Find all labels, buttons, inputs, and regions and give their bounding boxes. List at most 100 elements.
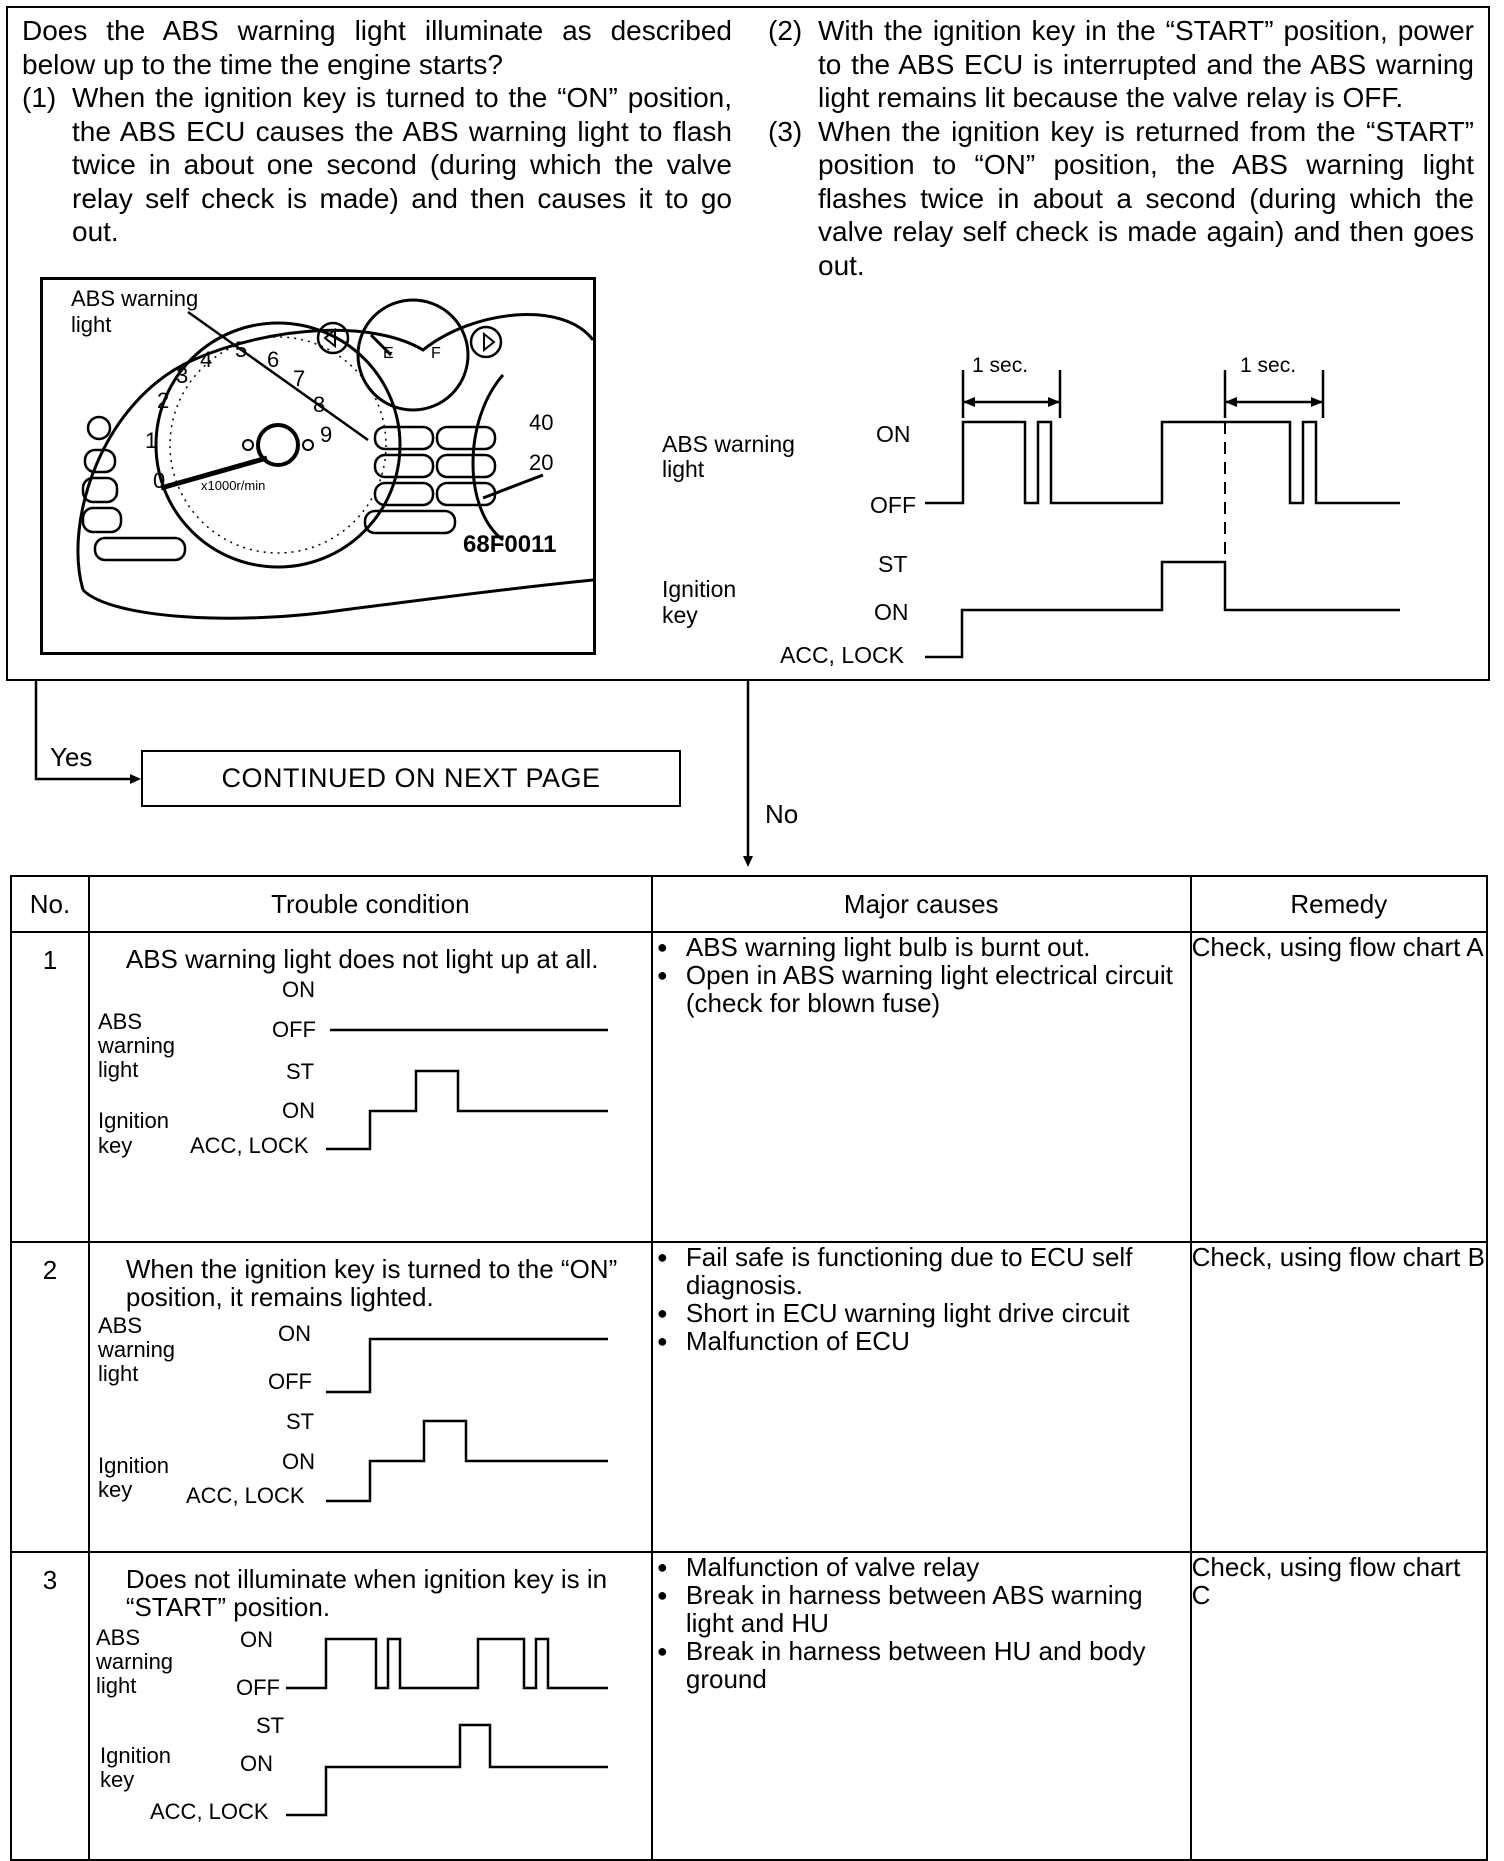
condition-diagram: ON ABS warning light OFF ST ON Ignition … xyxy=(97,977,608,1158)
svg-text:1: 1 xyxy=(145,428,157,453)
row-condition: When the ignition key is turned to the “… xyxy=(87,1241,653,1553)
svg-text:ST: ST xyxy=(286,1059,314,1084)
svg-text:key: key xyxy=(98,1133,132,1158)
warning-lamps xyxy=(81,415,497,562)
temp-gauge xyxy=(471,374,505,542)
svg-text:F: F xyxy=(431,345,441,362)
cause-item: Break in harness between HU and body gro… xyxy=(653,1637,1190,1693)
ign-label-line-2: key xyxy=(662,602,698,628)
svg-text:light: light xyxy=(98,1361,138,1386)
abs-waveform xyxy=(925,420,1400,505)
svg-text:ON: ON xyxy=(282,1098,315,1123)
condition-text: ABS warning light does not light up at a… xyxy=(125,944,599,974)
table-row: 3 Does not illuminate when ignition key … xyxy=(10,1551,1489,1861)
figure-id: 68F0011 xyxy=(463,531,556,558)
gauge-cluster-figure: 0 1 2 3 4 5 6 7 8 9 x1000r/min ABS warni… xyxy=(40,277,596,655)
svg-text:warning: warning xyxy=(95,1649,173,1674)
question-right-column: (2) With the ignition key in the “START”… xyxy=(768,14,1474,282)
cause-item: Malfunction of valve relay xyxy=(653,1553,1190,1581)
tach-hub xyxy=(256,423,300,467)
row-remedy: Check, using flow chart A xyxy=(1189,931,1489,1243)
svg-text:ACC, LOCK: ACC, LOCK xyxy=(186,1483,305,1508)
svg-text:light: light xyxy=(96,1673,136,1698)
item-text: When the ignition key is returned from t… xyxy=(818,115,1474,281)
yes-label: Yes xyxy=(50,742,93,772)
fuel-gauge xyxy=(356,298,470,412)
cause-item: ABS warning light bulb is burnt out. xyxy=(653,933,1190,961)
trouble-table: No. Trouble condition Major causes Remed… xyxy=(10,875,1489,1861)
tach-unit: x1000r/min xyxy=(201,478,265,493)
abs-on-label: ON xyxy=(876,421,911,447)
header-causes: Major causes xyxy=(650,875,1192,933)
svg-text:key: key xyxy=(100,1767,134,1792)
ign-label-line-1: Ignition xyxy=(662,576,736,602)
abs-label-line-1: ABS warning xyxy=(662,431,795,457)
svg-text:2: 2 xyxy=(157,388,169,413)
ignition-waveform xyxy=(325,1419,608,1503)
row-remedy: Check, using flow chart C xyxy=(1189,1551,1489,1861)
ign-on-label: ON xyxy=(874,599,909,625)
svg-text:OFF: OFF xyxy=(272,1017,316,1042)
ignition-waveform xyxy=(325,1069,608,1151)
yes-arrow xyxy=(34,681,136,781)
svg-text:warning: warning xyxy=(97,1337,175,1362)
row-remedy: Check, using flow chart B xyxy=(1189,1241,1489,1553)
sec-label-2: 1 sec. xyxy=(1240,354,1296,377)
svg-text:OFF: OFF xyxy=(236,1675,280,1700)
cause-item: Short in ECU warning light drive circuit xyxy=(653,1299,1190,1327)
row-causes: ABS warning light bulb is burnt out. Ope… xyxy=(650,931,1192,1243)
header-no: No. xyxy=(10,875,90,933)
gauge-cluster-drawing: 0 1 2 3 4 5 6 7 8 9 x1000r/min ABS warni… xyxy=(71,286,593,620)
svg-text:9: 9 xyxy=(320,422,332,447)
table-header-row: No. Trouble condition Major causes Remed… xyxy=(10,875,1489,933)
sec-label-1: 1 sec. xyxy=(972,354,1028,377)
svg-text:ABS: ABS xyxy=(96,1625,140,1650)
row-number: 1 xyxy=(10,931,90,1243)
row-condition: ABS warning light does not light up at a… xyxy=(87,931,653,1243)
svg-text:ABS: ABS xyxy=(98,1313,142,1338)
abs-off-label: OFF xyxy=(870,492,916,518)
svg-text:ABS: ABS xyxy=(98,1009,142,1034)
left-turn-indicator-icon xyxy=(316,321,350,355)
svg-text:40: 40 xyxy=(529,410,553,435)
svg-text:6: 6 xyxy=(267,347,279,372)
item-number: (1) xyxy=(22,82,57,113)
cause-item: Fail safe is functioning due to ECU self… xyxy=(653,1243,1190,1299)
svg-text:Ignition: Ignition xyxy=(98,1108,169,1133)
header-condition: Trouble condition xyxy=(87,875,653,933)
tach-numbers: 0 1 2 3 4 5 6 7 8 9 xyxy=(145,337,332,493)
callout-line-2: light xyxy=(71,312,111,337)
question-intro: Does the ABS warning light illuminate as… xyxy=(22,15,732,80)
svg-text:light: light xyxy=(98,1057,138,1082)
svg-text:key: key xyxy=(98,1477,132,1502)
row-causes: Malfunction of valve relay Break in harn… xyxy=(650,1551,1192,1861)
callout-leader xyxy=(187,310,369,442)
condition-diagram: ABS warning light ON OFF ST ON Ignition … xyxy=(97,1313,608,1508)
flow-arrows xyxy=(34,681,753,867)
condition-diagram: ABS warning light ON OFF ST ON Ignition … xyxy=(95,1625,608,1824)
continued-box: CONTINUED ON NEXT PAGE xyxy=(141,750,681,807)
question-item-2: (2) With the ignition key in the “START”… xyxy=(768,14,1474,115)
row-number: 2 xyxy=(10,1241,90,1553)
header-remedy: Remedy xyxy=(1189,875,1489,933)
abs-label-line-2: light xyxy=(662,456,705,482)
item-text: With the ignition key in the “START” pos… xyxy=(818,15,1474,113)
question-box xyxy=(6,6,1490,681)
tach-needle xyxy=(160,455,268,491)
question-left-column: Does the ABS warning light illuminate as… xyxy=(22,14,732,249)
svg-text:ON: ON xyxy=(278,1321,311,1346)
cluster-outline xyxy=(76,313,593,591)
condition-text: When the ignition key is turned to the “… xyxy=(125,1254,618,1312)
svg-text:ACC, LOCK: ACC, LOCK xyxy=(150,1799,269,1824)
svg-text:Ignition: Ignition xyxy=(98,1453,169,1478)
svg-text:20: 20 xyxy=(529,450,553,475)
ign-st-label: ST xyxy=(878,551,907,577)
right-turn-indicator-icon xyxy=(469,325,503,359)
row-condition: Does not illuminate when ignition key is… xyxy=(87,1551,653,1861)
svg-text:ACC, LOCK: ACC, LOCK xyxy=(190,1133,309,1158)
tachometer xyxy=(154,321,402,569)
svg-text:4: 4 xyxy=(200,347,212,372)
timing-diagram: ABS warning light ON OFF Ignition key ST… xyxy=(662,354,1400,668)
ignition-waveform xyxy=(285,1723,608,1817)
no-label: No xyxy=(765,799,799,829)
